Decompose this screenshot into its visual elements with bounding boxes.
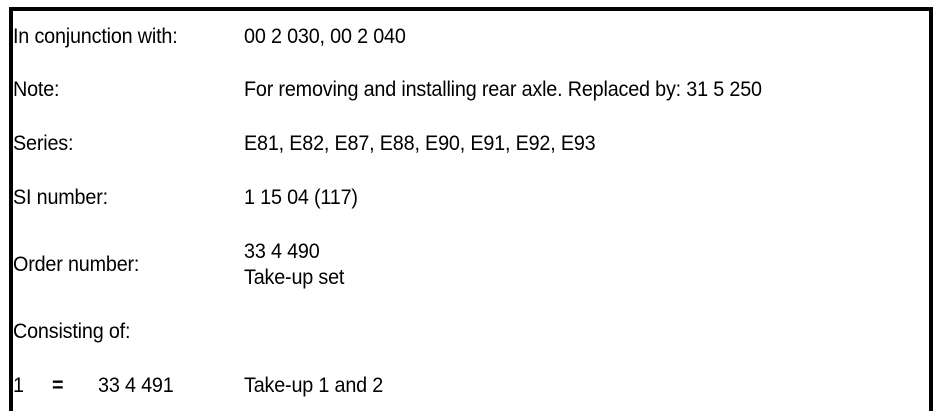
consisting-of-cell: Consisting of:: [13, 304, 929, 359]
row-value-cell: 33 4 490 Take-up set: [244, 224, 929, 304]
table-row-si-number: SI number: 1 15 04 (117): [13, 170, 929, 224]
table-row-order-number: Order number: 33 4 490 Take-up set: [13, 224, 929, 304]
in-conjunction-with-value: 00 2 030, 00 2 040: [244, 24, 406, 49]
part-row-container: 1 = 33 4 491 Take-up 1 and 2: [13, 359, 929, 411]
note-label: Note:: [13, 76, 60, 101]
part-description: Take-up 1 and 2: [244, 372, 384, 397]
part-description-cell: Take-up 1 and 2: [244, 359, 929, 411]
part-quantity: 1: [13, 372, 24, 397]
row-label-cell: Series:: [13, 116, 244, 170]
table-row-series: Series: E81, E82, E87, E88, E90, E91, E9…: [13, 116, 929, 170]
part-number-cell: 33 4 491: [98, 359, 244, 411]
row-value-cell: 1 15 04 (117): [244, 170, 929, 224]
row-label-cell: Note:: [13, 62, 244, 116]
part-number: 33 4 491: [98, 372, 174, 397]
part-equals-cell: =: [52, 359, 98, 411]
spec-table: In conjunction with: 00 2 030, 00 2 040 …: [13, 11, 929, 411]
order-number-value: 33 4 490 Take-up set: [244, 238, 345, 289]
row-value-cell: E81, E82, E87, E88, E90, E91, E92, E93: [244, 116, 929, 170]
consisting-of-label: Consisting of:: [13, 319, 131, 344]
series-label: Series:: [13, 130, 74, 155]
part-quantity-cell: 1: [13, 359, 52, 411]
si-number-value: 1 15 04 (117): [244, 184, 358, 209]
note-value: For removing and installing rear axle. R…: [244, 76, 762, 101]
parts-subtable: 1 = 33 4 491 Take-up 1 and 2: [13, 359, 929, 411]
parts-row: 1 = 33 4 491 Take-up 1 and 2: [13, 359, 929, 411]
specification-table: In conjunction with: 00 2 030, 00 2 040 …: [9, 7, 933, 411]
table-row-part-item: 1 = 33 4 491 Take-up 1 and 2: [13, 359, 929, 411]
table-row-consisting-of: Consisting of:: [13, 304, 929, 359]
row-label-cell: Order number:: [13, 224, 244, 304]
table-row-in-conjunction-with: In conjunction with: 00 2 030, 00 2 040: [13, 11, 929, 62]
order-number-label: Order number:: [13, 251, 140, 276]
table-row-note: Note: For removing and installing rear a…: [13, 62, 929, 116]
part-equals-sign: =: [52, 372, 64, 397]
row-value-cell: For removing and installing rear axle. R…: [244, 62, 929, 116]
si-number-label: SI number:: [13, 184, 108, 209]
in-conjunction-with-label: In conjunction with:: [13, 24, 178, 49]
series-value: E81, E82, E87, E88, E90, E91, E92, E93: [244, 130, 596, 155]
row-label-cell: In conjunction with:: [13, 11, 244, 62]
row-value-cell: 00 2 030, 00 2 040: [244, 11, 929, 62]
row-label-cell: SI number:: [13, 170, 244, 224]
